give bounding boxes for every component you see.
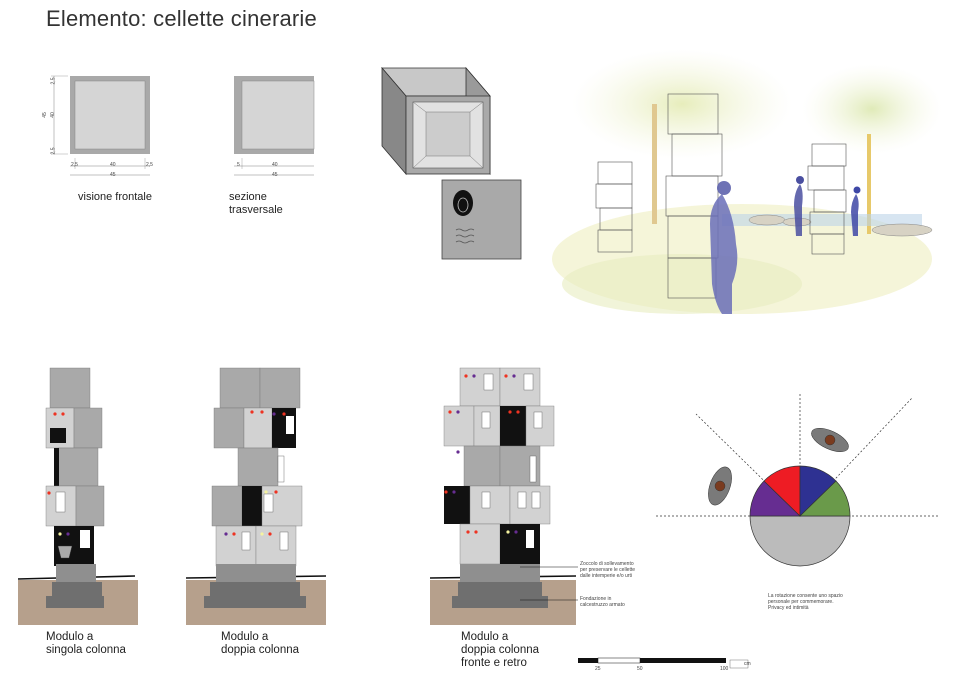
front-dim-top: 2,5 xyxy=(50,77,57,85)
module3-caption-line3: fronte e retro xyxy=(461,657,527,669)
module-single-column xyxy=(17,367,138,630)
front-view-drawing xyxy=(51,75,150,176)
foundation-annotation-line2: calcestruzzo armato xyxy=(580,602,625,608)
module1-caption-line2: singola colonna xyxy=(46,644,126,656)
front-dim-bottom: 2,5 xyxy=(50,147,57,155)
scale-bar xyxy=(578,657,749,669)
scale-unit: cm xyxy=(744,661,751,667)
plinth-annotation-line1: Zoccolo di sollevamento xyxy=(580,561,634,567)
scale-label-50: 50 xyxy=(637,666,643,672)
section-dim-inner: 40 xyxy=(272,162,278,168)
module2-caption-line2: doppia colonna xyxy=(221,644,300,656)
front-dim-right: 2,5 xyxy=(146,162,153,168)
scale-label-25: 25 xyxy=(595,666,601,672)
rotation-note-line2: personale per commemorare. xyxy=(768,599,834,605)
rotation-note-line3: Privacy ed intimità xyxy=(768,605,809,611)
module2-caption-line1: Modulo a xyxy=(221,631,269,643)
page-title: Elemento: cellette cinerarie xyxy=(46,6,317,31)
front-view-caption: visione frontale xyxy=(78,191,152,203)
section-dim-left: 5 xyxy=(237,162,240,168)
rotation-diagram xyxy=(656,394,940,567)
scale-label-100: 100 xyxy=(720,666,729,672)
front-dim-outer: 45 xyxy=(110,172,116,178)
annotation-leaders xyxy=(520,566,578,601)
module1-caption-line1: Modulo a xyxy=(46,631,94,643)
plinth-annotation-line2: per preservare le cellette xyxy=(580,567,636,573)
front-dim-height: 45 xyxy=(41,112,48,118)
module3-caption-line1: Modulo a xyxy=(461,631,509,643)
front-dim-inner: 40 xyxy=(110,162,116,168)
rotation-note-line1: La rotazione consente uno spazio xyxy=(768,593,843,599)
module-double-column-front-back xyxy=(429,367,577,625)
foundation-annotation-line1: Fondazione in xyxy=(580,596,612,602)
cell-plaque xyxy=(441,179,522,260)
section-view-drawing xyxy=(234,76,315,176)
front-dim-height-inner: 40 xyxy=(49,112,56,118)
plinth-annotation-line3: dalle intemperie e/o urti xyxy=(580,573,632,579)
module-double-column xyxy=(185,367,327,625)
module3-caption-line2: doppia colonna xyxy=(461,644,540,656)
front-dim-left: 2,5 xyxy=(71,162,78,168)
section-caption-line2: trasversale xyxy=(229,204,283,216)
section-caption-line1: sezione xyxy=(229,191,267,203)
cell-3d-view xyxy=(381,66,491,176)
section-dim-outer: 45 xyxy=(272,172,278,178)
watercolor-sketch xyxy=(552,49,942,314)
